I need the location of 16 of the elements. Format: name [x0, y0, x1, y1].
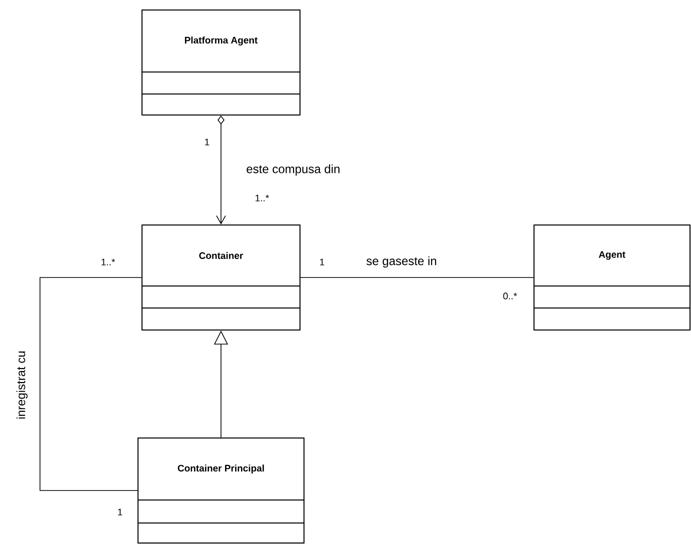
connector — [300, 277, 534, 278]
class-box: Container — [142, 224, 300, 330]
multiplicity-label: 1 — [205, 138, 210, 146]
multiplicity-label: 0..* — [503, 292, 517, 300]
multiplicity-label: 1..* — [102, 258, 115, 266]
connector — [40, 277, 142, 491]
edge-label: se gaseste in — [365, 255, 438, 269]
class-box: Container Principal — [138, 438, 304, 544]
connector — [216, 116, 226, 224]
edge-label: este compusa din — [245, 163, 342, 177]
multiplicity-label: 1 — [118, 508, 122, 516]
multiplicity-label: 1..* — [256, 194, 269, 202]
class-box: Platforma Agent — [142, 10, 300, 116]
edge-label: inregistrat cu — [15, 350, 29, 420]
multiplicity-label: 1 — [320, 258, 324, 266]
class-box: Agent — [534, 224, 690, 330]
